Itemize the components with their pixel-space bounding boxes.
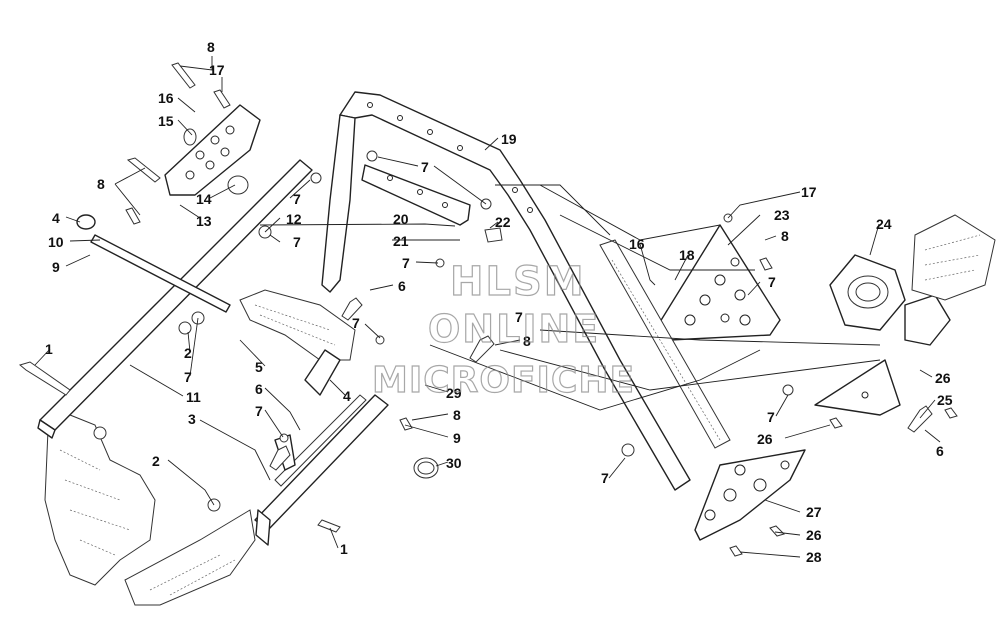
callout-label: 8 bbox=[453, 407, 461, 423]
upper-mount-plate bbox=[164, 104, 261, 196]
callout-label: 4 bbox=[343, 388, 351, 404]
callout-label: 23 bbox=[774, 207, 790, 223]
watermark-line-1: HLSM bbox=[450, 259, 586, 305]
callout-label: 29 bbox=[446, 385, 462, 401]
callout-label: 15 bbox=[158, 113, 174, 129]
callout-label: 17 bbox=[801, 184, 817, 200]
callout-label: 25 bbox=[937, 392, 953, 408]
watermark-line-2: ONLINE bbox=[428, 307, 600, 351]
left-frame-casting bbox=[44, 414, 256, 606]
callout-label: 5 bbox=[255, 359, 263, 375]
callout-label: 30 bbox=[446, 455, 462, 471]
callout-label: 21 bbox=[393, 233, 409, 249]
seat-cowl bbox=[239, 289, 356, 361]
callout-label: 11 bbox=[186, 389, 201, 405]
right-console-panel bbox=[654, 224, 781, 341]
watermark: HLSM ONLINE MICROFICHE bbox=[371, 258, 635, 401]
callout-label: 22 bbox=[495, 214, 511, 230]
callout-label: 7 bbox=[402, 255, 410, 271]
callout-label: 8 bbox=[523, 333, 531, 349]
callout-label: 27 bbox=[806, 504, 822, 520]
callout-label: 16 bbox=[158, 90, 174, 106]
upper-steering-rail bbox=[37, 159, 313, 439]
callout-label: 7 bbox=[293, 234, 301, 250]
callout-labels: 8 17 16 15 8 14 13 7 12 7 4 10 9 1 2 7 1… bbox=[45, 39, 953, 565]
callout-label: 7 bbox=[352, 315, 360, 331]
callout-label: 7 bbox=[255, 403, 263, 419]
main-hoop bbox=[321, 91, 691, 491]
callout-label: 3 bbox=[188, 411, 196, 427]
callout-label: 26 bbox=[757, 431, 773, 447]
callout-label: 28 bbox=[806, 549, 822, 565]
callout-label: 24 bbox=[876, 216, 892, 232]
callout-label: 9 bbox=[453, 430, 461, 446]
callout-label: 26 bbox=[806, 527, 822, 543]
right-triangle-bracket bbox=[814, 359, 901, 416]
callout-label: 1 bbox=[45, 341, 53, 357]
callout-label: 6 bbox=[255, 381, 263, 397]
callout-label: 8 bbox=[207, 39, 215, 55]
lower-right-plate bbox=[694, 449, 806, 541]
callout-label: 26 bbox=[935, 370, 951, 386]
callout-label: 6 bbox=[936, 443, 944, 459]
lower-frame-rail bbox=[254, 394, 389, 546]
callout-label: 7 bbox=[184, 369, 192, 385]
callout-label: 1 bbox=[340, 541, 348, 557]
callout-label: 7 bbox=[768, 274, 776, 290]
callout-label: 6 bbox=[398, 278, 406, 294]
callout-label: 8 bbox=[97, 176, 105, 192]
cross-bracket bbox=[361, 164, 503, 243]
callout-label: 18 bbox=[679, 247, 695, 263]
callout-label: 7 bbox=[601, 470, 609, 486]
callout-label: 20 bbox=[393, 211, 409, 227]
callout-label: 14 bbox=[196, 191, 212, 207]
callout-label: 10 bbox=[48, 234, 64, 250]
callout-label: 7 bbox=[767, 409, 775, 425]
callout-label: 4 bbox=[52, 210, 60, 226]
callout-label: 17 bbox=[209, 62, 225, 78]
callout-label: 2 bbox=[184, 345, 192, 361]
callout-label: 16 bbox=[629, 236, 645, 252]
steering-shaft bbox=[76, 214, 231, 313]
callout-label: 13 bbox=[196, 213, 212, 229]
callout-label: 12 bbox=[286, 211, 302, 227]
callout-label: 19 bbox=[501, 131, 517, 147]
gauge-pod bbox=[829, 214, 996, 346]
watermark-line-3: MICROFICHE bbox=[372, 360, 635, 401]
callout-label: 7 bbox=[515, 309, 523, 325]
fasteners bbox=[18, 62, 958, 557]
callout-label: 7 bbox=[421, 159, 429, 175]
leader-lines bbox=[34, 56, 941, 558]
callout-label: 8 bbox=[781, 228, 789, 244]
callout-label: 2 bbox=[152, 453, 160, 469]
callout-label: 9 bbox=[52, 259, 60, 275]
right-side-strap bbox=[599, 239, 731, 449]
callout-label: 7 bbox=[293, 191, 301, 207]
